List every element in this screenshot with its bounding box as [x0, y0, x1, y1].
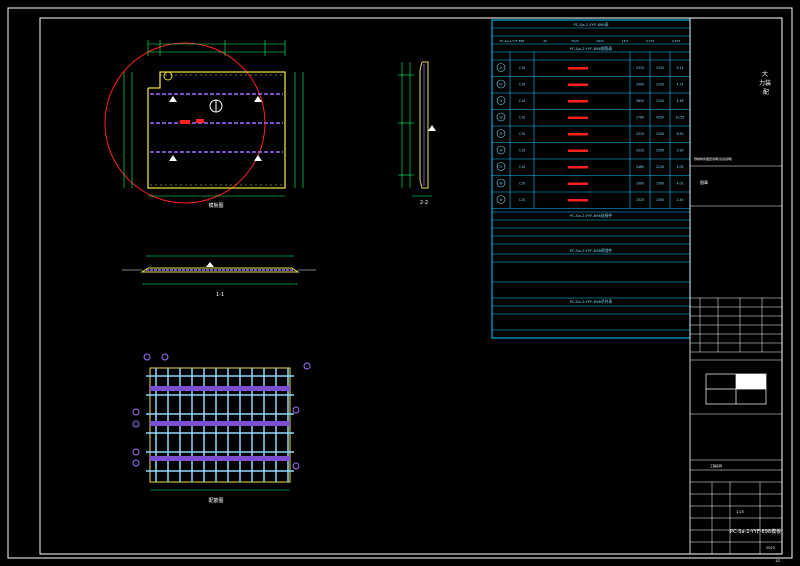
rebar-plan-label: 配筋图	[208, 497, 223, 504]
rebar-id-circle	[496, 63, 506, 72]
rebar-weight: 4.46	[676, 99, 683, 103]
rebar-weight: 4.01	[676, 182, 683, 186]
notes-title: 大 力装 配	[759, 70, 773, 96]
rebar-qty: 2310	[656, 83, 664, 87]
rebar-id-circle	[496, 195, 506, 204]
data-tables: PC-Sa-2-YYF-898表 PC-Sa-2-YYF-898 40 2520 26…	[491, 19, 691, 339]
rebar-shape	[568, 133, 588, 136]
rebar-id-circle	[496, 129, 506, 138]
drawing-number: PC-Sa-2-YYF-898模板	[730, 528, 781, 535]
rebar-weight: 4.05	[676, 165, 683, 169]
rebar-length: 2520	[636, 198, 644, 202]
rebar-id-circle	[496, 79, 506, 89]
table1-cell: 18.0	[622, 39, 629, 43]
rebar-weight: 2.45	[676, 198, 683, 202]
rebar-spec: C10	[519, 165, 525, 169]
rebar-qty: 1590	[656, 182, 664, 186]
rebar-spec: C10	[519, 198, 525, 202]
section-2-2-label: 2-2	[420, 200, 428, 206]
rebar-id: ②	[499, 83, 502, 87]
rebar-spec: C10	[519, 116, 525, 120]
rebar-id-circle	[496, 96, 506, 105]
rebar-qty: 4250	[656, 116, 664, 120]
rebar-shape	[568, 83, 588, 86]
section-1-1: 1-1	[122, 255, 316, 298]
rebar-qty: 1300	[656, 198, 664, 202]
rebar-shape	[568, 182, 588, 185]
date-value: 2023	[766, 546, 775, 550]
rebar-length: 2620	[636, 99, 644, 103]
table1-cell: 0.270	[646, 39, 655, 43]
rebar-qty: 2590	[656, 149, 664, 153]
table1-cell: 0.675	[672, 39, 681, 43]
rebar-qty: 2000	[656, 132, 664, 136]
rebar-shape	[568, 100, 588, 103]
rebar-plan: 配筋图	[132, 353, 311, 504]
table5-title: PC-Sa-2-YYF-898吊件表	[570, 299, 613, 304]
rebar-id: ①	[499, 66, 502, 70]
rebar-qty: 2310	[656, 99, 664, 103]
project-label: 工程名称	[710, 463, 722, 468]
rebar-id: ⑧	[499, 182, 503, 186]
rebar-spec: C10	[519, 99, 525, 103]
seal-label: 图章	[700, 179, 708, 185]
rebar-spec: C10	[519, 66, 525, 70]
rebar-weight: 6.92	[676, 132, 683, 136]
rebar-weight: 4.31	[676, 83, 683, 87]
rebar-shape	[568, 67, 588, 70]
rebar-spec: C10	[519, 132, 525, 136]
rebar-spec: C10	[519, 182, 525, 186]
rebar-shape	[568, 166, 588, 169]
rebar-qty: 2310	[656, 66, 664, 70]
plan-view: 模板图	[104, 40, 304, 209]
rebar-length: 2310	[636, 132, 644, 136]
plan-outline	[147, 71, 286, 189]
rebar-length: 2310	[636, 66, 644, 70]
rebar-shape	[568, 149, 588, 152]
inner-frame	[39, 17, 783, 555]
rebar-spec: C10	[519, 149, 525, 153]
table1-cell: 2620	[596, 39, 604, 43]
rebar-qty: 2230	[656, 165, 664, 169]
outer-frame	[7, 7, 793, 559]
rebar-spec: C10	[519, 83, 525, 87]
rebar-length: 2760	[636, 116, 644, 120]
section-2-2: 2-2	[398, 61, 436, 206]
rebar-id: ⑤	[499, 132, 502, 136]
rebar-shape	[568, 116, 588, 119]
table1-cell: 2520	[571, 39, 579, 43]
rebar-id-circle	[496, 145, 506, 155]
table4-title: PC-Sa-2-YYF-898预埋件	[570, 248, 613, 253]
plan-view-label: 模板图	[208, 202, 223, 209]
section-1-1-label: 1-1	[216, 292, 224, 298]
rebar-weight: 3.95	[676, 149, 683, 153]
rebar-id: ④	[499, 116, 502, 120]
rebar-id: ⑦	[499, 165, 502, 169]
rebar-weight: 9.14	[676, 66, 683, 70]
rebar-weight: 10.55	[675, 116, 684, 120]
rebar-shape	[568, 199, 588, 202]
rebar-length: 2400	[636, 83, 644, 87]
table2-title: PC-Sa-2-YYF-898钢筋表	[570, 46, 613, 51]
rebar-id: ⑨	[499, 198, 502, 202]
rebar-id-circle	[496, 178, 506, 188]
table1-title: PC-Sa-2-YYF-898表	[574, 22, 609, 27]
rebar-length: 1000	[636, 182, 644, 186]
table1-cell: 40	[543, 39, 547, 43]
rebar-length: 2460	[636, 165, 644, 169]
rebar-id-circle	[496, 162, 506, 171]
rebar-id: ⑥	[499, 149, 503, 153]
scale-value: 1:25	[736, 510, 744, 514]
table3-title: PC-Sa-2-YYF-898连接件	[570, 213, 613, 218]
rebar-length: 2310	[636, 149, 644, 153]
rebar-id: ③	[499, 99, 502, 103]
page-number: 42	[776, 559, 780, 563]
rebar-id-circle	[496, 112, 506, 122]
title-block: 大 力装 配 预制构件图纸说明(见总说明) 图章 工程名称 PC-Sa-2-YY…	[689, 18, 782, 563]
table1-cell: PC-Sa-2-YYF-898	[500, 39, 525, 43]
notes-line: 预制构件图纸说明(见总说明)	[694, 156, 732, 161]
